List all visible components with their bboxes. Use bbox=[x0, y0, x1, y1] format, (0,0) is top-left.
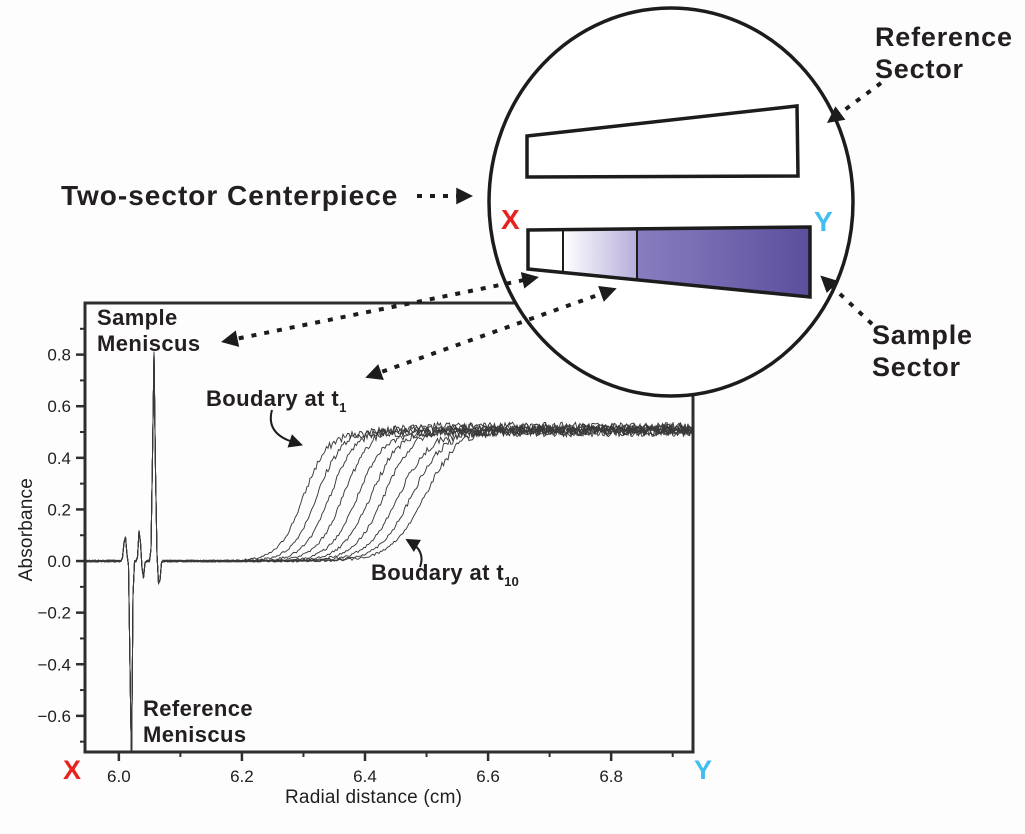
x-tick-label: 6.2 bbox=[230, 767, 254, 786]
y-tick-label: −0.2 bbox=[37, 604, 71, 623]
inset-x-marker: X bbox=[501, 204, 520, 235]
reference-meniscus-line2: Meniscus bbox=[143, 721, 247, 747]
sample-sector-shape bbox=[526, 225, 812, 299]
centerpiece-label-text: Two-sector Centerpiece bbox=[61, 180, 399, 211]
sample-sector-line1: Sample bbox=[872, 320, 973, 350]
reference-sector-line1: Reference bbox=[875, 22, 1013, 52]
sedimentation-scan-10 bbox=[86, 352, 692, 751]
centerpiece-label: Two-sector Centerpiece bbox=[61, 179, 398, 212]
reference-sector-shape bbox=[525, 104, 800, 179]
x-tick-label: 6.6 bbox=[476, 767, 500, 786]
sample-meniscus-line2: Meniscus bbox=[97, 330, 201, 356]
reference-sector-arrow bbox=[826, 81, 883, 123]
sample-sector-outline bbox=[526, 225, 812, 299]
sedimentation-scans bbox=[86, 351, 692, 751]
sample-meniscus-line1: Sample bbox=[97, 305, 178, 330]
y-tick-label: 0.0 bbox=[47, 552, 71, 571]
inset-y-marker: Y bbox=[814, 206, 833, 237]
x-tick-label: 6.8 bbox=[599, 767, 623, 786]
boundary-arrow bbox=[365, 286, 617, 380]
boundary-t1-label: Boudary at t1 bbox=[206, 386, 347, 416]
boundary-t1-text: Boudary at t bbox=[206, 386, 340, 411]
sample-sector-arrow bbox=[820, 275, 874, 326]
sample-sector-boundary-segment bbox=[563, 228, 637, 280]
boundary-t10-pointer bbox=[405, 538, 423, 568]
sample-sector-solvent-segment bbox=[528, 229, 563, 273]
chart-y-marker: Y bbox=[694, 755, 713, 785]
boundary-t1-pointer bbox=[269, 409, 303, 448]
boundary-t10-text: Boudary at t bbox=[371, 560, 505, 585]
sample-sector-plateau-segment bbox=[637, 227, 810, 297]
sample-sector-line2: Sector bbox=[872, 351, 961, 382]
y-axis-title: Absorbance bbox=[16, 478, 37, 582]
y-tick-label: 0.2 bbox=[47, 500, 71, 519]
x-tick-label: 6.0 bbox=[107, 767, 131, 786]
reference-meniscus-line1: Reference bbox=[143, 696, 253, 721]
reference-sector-line2: Sector bbox=[875, 53, 964, 84]
x-axis-title: Radial distance (cm) bbox=[285, 787, 463, 808]
y-tick-label: 0.8 bbox=[47, 346, 71, 365]
y-tick-label: −0.6 bbox=[37, 707, 71, 726]
boundary-t10-subscript: 10 bbox=[504, 573, 519, 589]
x-tick-label: 6.4 bbox=[353, 767, 377, 786]
sample-meniscus-label: Sample Meniscus bbox=[97, 305, 200, 357]
sample-meniscus-arrow bbox=[221, 272, 539, 347]
y-tick-label: −0.4 bbox=[37, 655, 71, 674]
chart-x-marker: X bbox=[63, 755, 82, 785]
reference-sector-label: Reference Sector bbox=[875, 22, 1013, 86]
y-tick-label: 0.4 bbox=[47, 449, 71, 468]
y-tick-label: 0.6 bbox=[47, 397, 71, 416]
boundary-t10-label: Boudary at t10 bbox=[371, 560, 519, 590]
reference-meniscus-label: Reference Meniscus bbox=[143, 696, 253, 748]
boundary-t1-subscript: 1 bbox=[339, 399, 347, 415]
sample-sector-label: Sample Sector bbox=[872, 320, 973, 384]
